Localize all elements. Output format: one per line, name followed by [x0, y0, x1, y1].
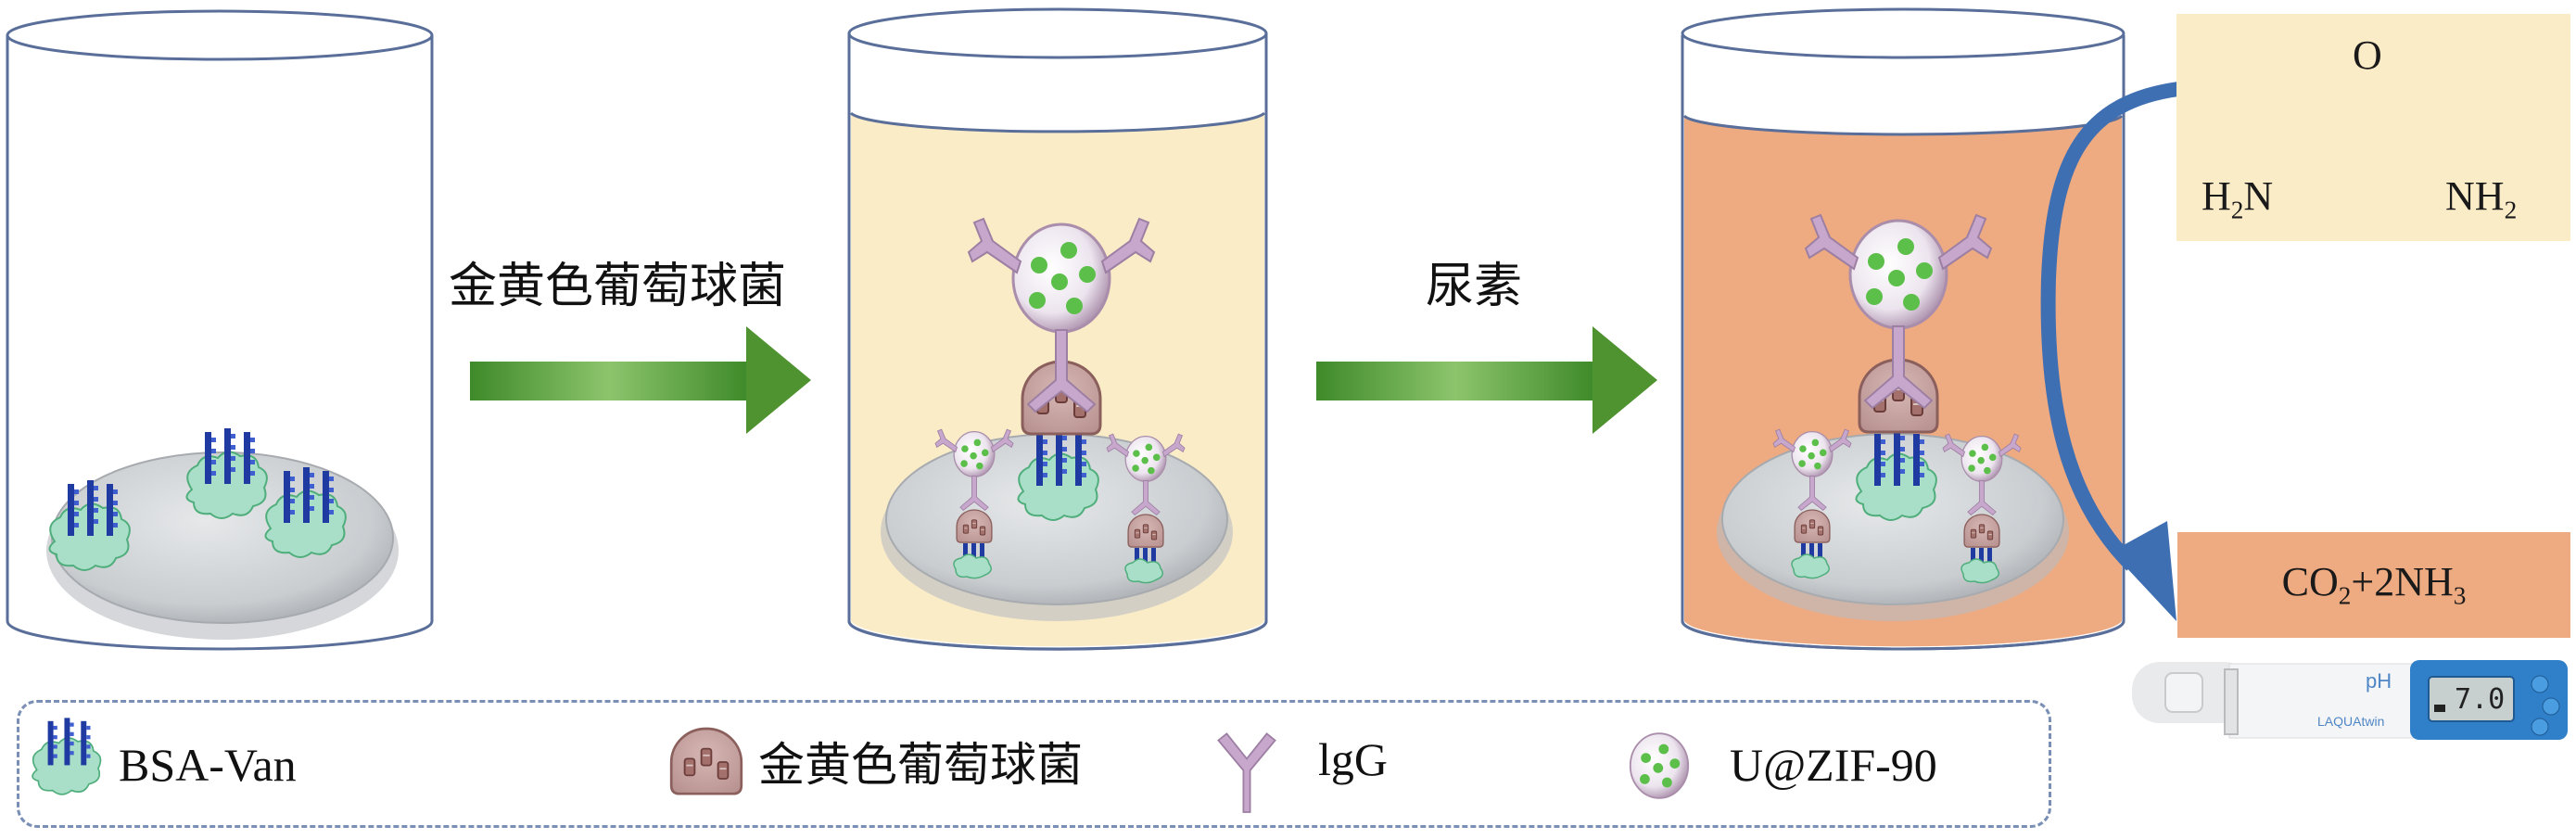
product-formula: CO2+2NH3 [2281, 558, 2467, 610]
nh-text: +2NH [2351, 558, 2454, 604]
urea-right-amine: NH2 [2445, 176, 2517, 223]
product-box: CO2+2NH3 [2177, 532, 2570, 638]
ph-meter-param-label: pH [2366, 669, 2392, 693]
urea-left-amine: H2N [2202, 176, 2273, 223]
subscript: 2 [2338, 581, 2352, 610]
co-text: CO [2281, 558, 2339, 604]
h-atom: H [2202, 173, 2231, 219]
legend-box [17, 700, 2051, 828]
ph-meter [2132, 660, 2568, 740]
step-arrow-1 [470, 326, 811, 434]
ph-meter-reading: 7.0 [2455, 683, 2506, 716]
legend-label-bsa-van: BSA-Van [119, 739, 297, 791]
urea-structure-box [2176, 14, 2570, 241]
reaction-arrow [2040, 82, 2180, 621]
n-atom: N [2243, 173, 2274, 219]
subscript: 3 [2453, 581, 2467, 610]
legend-label-staph-aureus: 金黄色葡萄球菌 [758, 739, 1083, 791]
step-arrow-2 [1316, 326, 1657, 434]
ph-meter-brand: LAQUAtwin [2317, 714, 2385, 729]
urea-oxygen: O [2353, 32, 2382, 78]
beaker-rim [1681, 7, 2126, 59]
step-label-bacteria: 金黄色葡萄球菌 [449, 261, 787, 313]
beaker-urea [1681, 7, 2126, 651]
legend-label-u-zif90: U@ZIF-90 [1730, 739, 1937, 791]
nh-group: NH [2445, 173, 2505, 219]
subscript: 2 [2230, 196, 2244, 224]
beaker-rim [6, 9, 434, 61]
ph-meter-display [2428, 676, 2515, 722]
beaker-initial [6, 9, 434, 651]
beaker-bacteria [847, 7, 1268, 651]
legend-label-igg: lgG [1318, 733, 1388, 785]
step-label-urea: 尿素 [1426, 261, 1523, 313]
beaker-rim [847, 7, 1268, 59]
subscript: 2 [2504, 196, 2518, 224]
